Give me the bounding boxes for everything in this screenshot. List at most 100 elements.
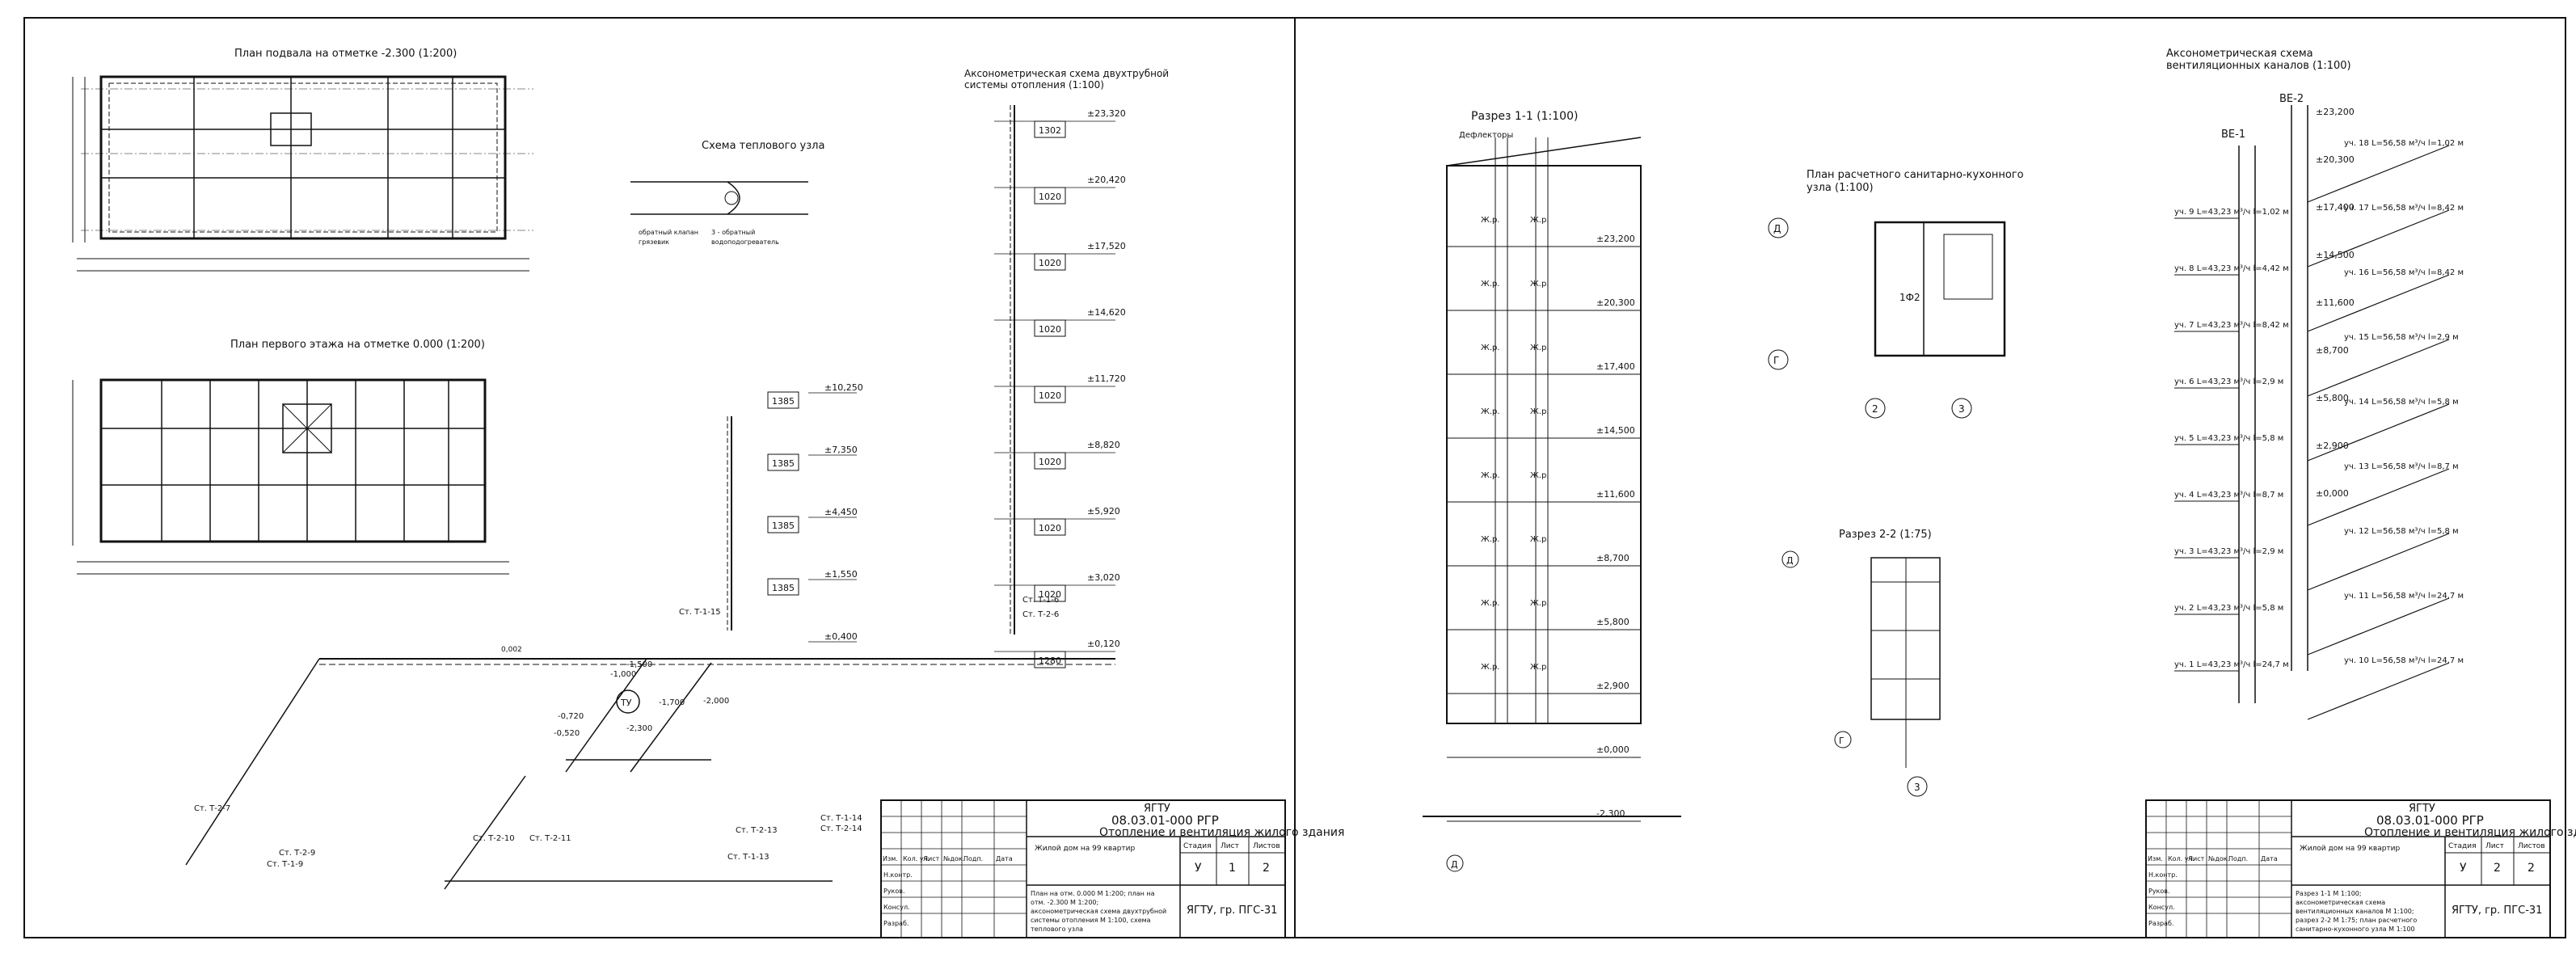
tb-col-header: Лист: [923, 855, 940, 862]
riser2-radiator-box: [767, 453, 799, 471]
basement-plan: План подвала на отметке -2.300 (1:200): [72, 48, 533, 272]
vent-label-left: уч. 4 L=43,23 м³/ч l=8,7 м: [2174, 491, 2283, 500]
tb-col-header: Изм.: [2148, 855, 2163, 862]
tb-col-header: Лист: [2188, 855, 2205, 862]
vent-duct-right: [2307, 468, 2450, 526]
vent-duct-right: [2307, 403, 2450, 462]
heat-unit-scheme: Схема теплового узла обратный клапан гря…: [630, 140, 824, 246]
riser-radiator-value: 1020: [1039, 523, 1061, 533]
mark-8: 0,002: [501, 646, 522, 654]
vent-elev-mark: ±0,000: [2316, 488, 2349, 499]
vent-label-left: уч. 7 L=43,23 м³/ч l=8,42 м: [2174, 321, 2289, 330]
kitchen-plan: План расчетного санитарно-кухонного узла…: [1768, 169, 2024, 419]
riser-radiator-value: 1020: [1039, 192, 1061, 202]
tb-stage-header: Стадия: [2448, 842, 2477, 850]
section-elev-mark: ±2,900: [1596, 681, 1629, 691]
tb-doc-code: 08.03.01-000 РГР: [1111, 813, 1219, 828]
pipe-label-2: Ст. Т-1-6: [1022, 596, 1059, 605]
tb-object: Жилой дом на 99 квартир: [1035, 845, 1136, 853]
ve2-label: ВЕ-2: [2279, 93, 2304, 105]
ground-floor-plan-title: План первого этажа на отметке 0.000 (1:2…: [230, 339, 485, 351]
mark-2: -1,500: [626, 660, 652, 669]
riser-elev-mark: ±0,120: [1087, 639, 1120, 649]
axis-3-bubble: [1951, 398, 1972, 419]
sheet2-frame: [1294, 17, 2566, 938]
section-room-label: Ж.р.: [1481, 599, 1499, 608]
legend-1: обратный клапан: [639, 229, 698, 236]
tb-sheet: 1: [1229, 862, 1236, 875]
pipe-label-4: Ст. Т-2-7: [194, 804, 230, 813]
section-elev-mark: ±20,300: [1596, 297, 1635, 308]
tb-row-label: Н.контр.: [2148, 871, 2178, 879]
section-room-label: Ж.р.: [1481, 344, 1499, 352]
legend-4: водоподогреватель: [711, 238, 779, 246]
vent-label-left: уч. 5 L=43,23 м³/ч l=5,8 м: [2174, 434, 2283, 443]
section-2-2: Разрез 2-2 (1:75) Д Г 3: [1781, 529, 1941, 797]
tb-row-label: Консул.: [2148, 904, 2175, 911]
tb-row-label: Разраб.: [883, 920, 909, 927]
heat-unit-title: Схема теплового узла: [702, 140, 824, 152]
tb-col-header: Кол. уч.: [2168, 855, 2194, 862]
section-room-label: Ж.р.: [1481, 407, 1499, 416]
vent-label-right: уч. 18 L=56,58 м³/ч l=1,02 м: [2344, 139, 2464, 148]
tb-group: ЯГТУ, гр. ПГС-31: [1187, 905, 1277, 917]
vent-label-right: уч. 11 L=56,58 м³/ч l=24,7 м: [2344, 592, 2464, 601]
section-room-label: Ж.р.: [1530, 599, 1549, 608]
vent-label-right: уч. 17 L=56,58 м³/ч l=8,42 м: [2344, 204, 2464, 213]
axon-vent-title-2: вентиляционных каналов (1:100): [2166, 60, 2351, 72]
section-room-label: Ж.р.: [1530, 216, 1549, 225]
tb-col-header: Кол. уч.: [903, 855, 930, 862]
section11-title: Разрез 1-1 (1:100): [1471, 110, 1578, 123]
vent-duct-right: [2307, 209, 2450, 268]
pipe-label-5: Ст. Т-2-10: [473, 834, 515, 843]
axon-vent-title: Аксонометрическая схема: [2166, 48, 2313, 60]
riser2-radiator-box: [767, 391, 799, 409]
section-room-label: Ж.р.: [1481, 471, 1499, 480]
pipe-label-11: Ст. Т-2-9: [279, 849, 315, 858]
vent-label-right: уч. 16 L=56,58 м³/ч l=8,42 м: [2344, 268, 2464, 277]
riser-radiator-value: 1020: [1039, 390, 1061, 401]
tb-org: ЯГТУ: [1144, 803, 1170, 815]
basement-plan-title: План подвала на отметке -2.300 (1:200): [234, 48, 457, 60]
vent-label-left: уч. 8 L=43,23 м³/ч l=4,42 м: [2174, 264, 2289, 273]
vent-elev-mark: ±23,200: [2316, 107, 2355, 117]
room-code: 1Ф2: [1899, 292, 1920, 303]
section-room-label: Ж.р.: [1530, 407, 1549, 416]
tb-sheet: 2: [2494, 862, 2501, 875]
section-room-label: Ж.р.: [1481, 535, 1499, 544]
riser2-elev-mark: ±0,400: [824, 631, 858, 642]
vent-label-right: уч. 13 L=56,58 м³/ч l=8,7 м: [2344, 462, 2459, 471]
tb-contents: отм. -2.300 М 1:200;: [1031, 899, 1098, 906]
riser-radiator-box: [1034, 120, 1066, 138]
mark-1: -1,000: [610, 670, 636, 679]
axon-heating: Аксонометрическая схема двухтрубной сист…: [185, 68, 1169, 890]
tu-circle: [616, 689, 640, 714]
axis-d: Д: [1773, 223, 1781, 234]
riser-radiator-value: 1020: [1039, 258, 1061, 268]
riser-elev-mark: ±23,320: [1087, 108, 1126, 119]
tb-contents: разрез 2-2 М 1:75; план расчетного: [2296, 917, 2417, 924]
vent-elev-mark: ±11,600: [2316, 297, 2355, 308]
tb-group: ЯГТУ, гр. ПГС-31: [2452, 905, 2542, 917]
riser-radiator-value: 1020: [1039, 457, 1061, 467]
tb-col-header: №док.: [943, 855, 964, 862]
vent-rows: уч. 18 L=56,58 м³/ч l=1,02 м уч. 17 L=56,…: [2174, 107, 2464, 720]
mark-5: -0,720: [558, 712, 584, 721]
tb-row-label: Разраб.: [2148, 920, 2173, 927]
tb-sheet-header: Лист: [2485, 842, 2504, 850]
tb-sheets: 2: [1263, 862, 1270, 875]
section-elev-mark: ±23,200: [1596, 234, 1635, 244]
tb-contents: теплового узла: [1031, 926, 1083, 933]
axis-g-bubble: [1768, 349, 1789, 370]
vent-label-right: уч. 15 L=56,58 м³/ч l=2,9 м: [2344, 333, 2459, 342]
tb-row-label: Консул.: [883, 904, 910, 911]
section-room-label: Ж.р.: [1481, 216, 1499, 225]
section-room-label: Ж.р.: [1481, 663, 1499, 672]
riser-radiator-box: [1034, 319, 1066, 337]
tb-col-header: Подп.: [963, 855, 983, 862]
vent-duct-right: [2307, 533, 2450, 591]
riser2-radiator-box: [767, 516, 799, 533]
axis-d-sec: Д: [1451, 859, 1458, 870]
